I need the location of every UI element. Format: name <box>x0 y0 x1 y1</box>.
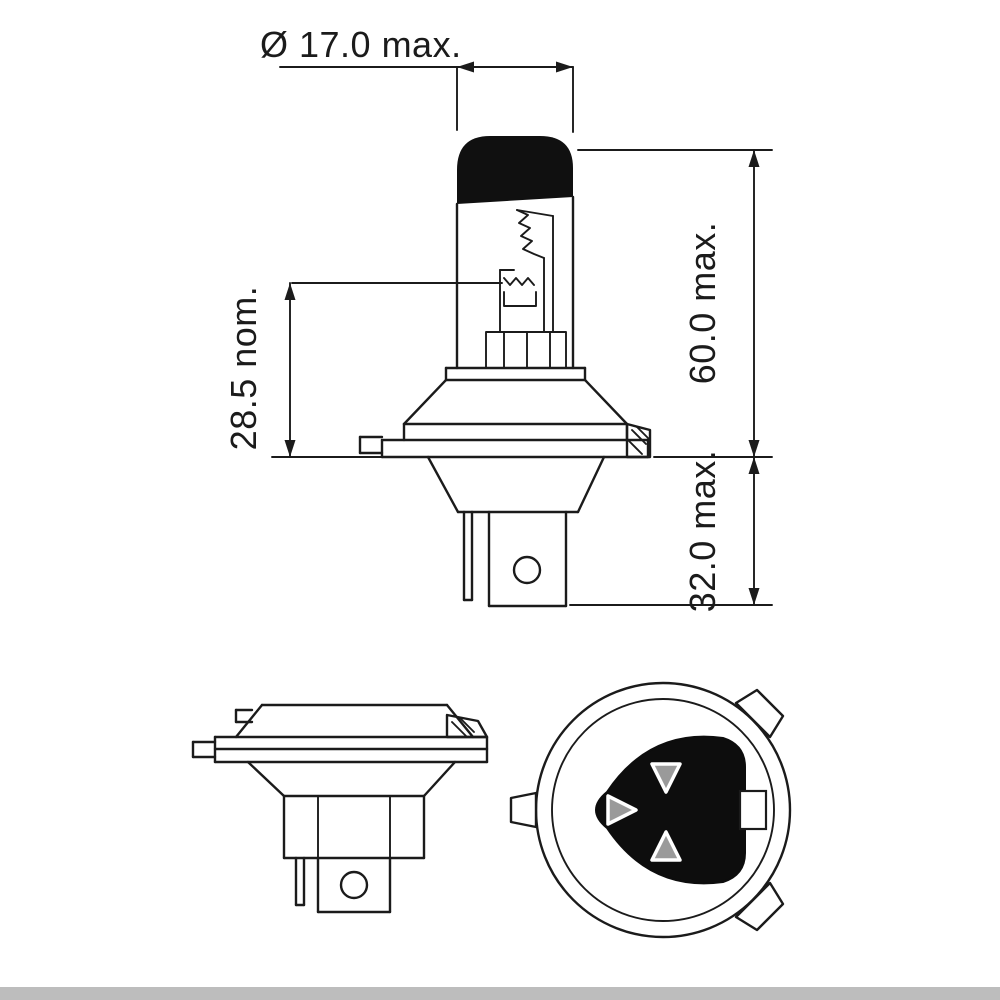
mounting-flange <box>358 422 652 459</box>
tab-bottom-right <box>734 881 785 932</box>
bulb-tip-cap <box>457 136 573 204</box>
positioning-tabs <box>509 688 785 932</box>
dim-label-base-length: 32.0 max. <box>682 450 723 613</box>
keying-slot <box>738 789 768 831</box>
dim-label-light-center: 28.5 nom. <box>223 286 264 451</box>
terminal-bottom <box>650 830 682 862</box>
terminal-top <box>650 762 682 794</box>
base-bottom-view <box>509 681 792 939</box>
tab-top-right <box>734 688 785 739</box>
dim-label-diameter: Ø 17.0 max. <box>260 24 462 65</box>
dimension-base-length: 32.0 max. <box>569 450 773 613</box>
base-side-view <box>191 703 489 914</box>
filaments-and-electrodes <box>485 209 567 369</box>
tab-left <box>509 791 538 829</box>
dimension-overall-length: 60.0 max. <box>577 149 773 606</box>
dim-label-overall-length: 60.0 max. <box>682 222 723 385</box>
metal-collar <box>402 366 629 426</box>
glass-envelope <box>455 195 575 370</box>
flange-inner-ring <box>551 698 775 922</box>
base-body <box>426 455 606 608</box>
insulator-body <box>595 735 746 885</box>
dimension-diameter: Ø 17.0 max. <box>260 24 574 133</box>
terminal-left <box>606 794 638 826</box>
side-view-bulb <box>358 136 652 608</box>
footer-bar <box>0 987 1000 1000</box>
dimension-light-center: 28.5 nom. <box>223 282 503 458</box>
blade-terminals <box>606 762 682 862</box>
